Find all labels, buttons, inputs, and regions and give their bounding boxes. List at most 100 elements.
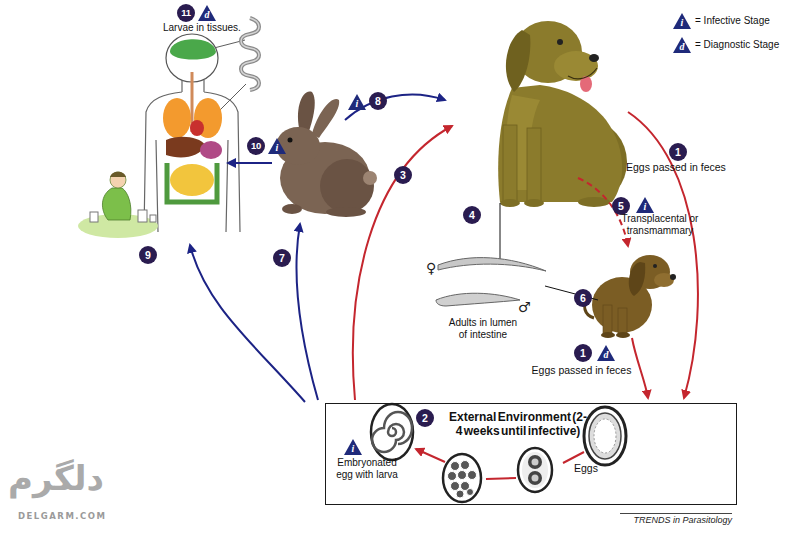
larva xyxy=(372,412,412,452)
egg-cell xyxy=(448,472,457,481)
stage-letter: i xyxy=(268,141,286,154)
dog-paw xyxy=(500,199,520,207)
egg-cell xyxy=(461,461,470,470)
legend-badge: i xyxy=(673,13,691,29)
rabbit-tail xyxy=(363,171,377,185)
stage-letter: d xyxy=(198,8,216,21)
puppy-paw xyxy=(601,332,615,338)
dog-leg xyxy=(503,125,517,203)
egg xyxy=(443,454,481,502)
stage-letter: d xyxy=(597,348,615,361)
rabbit-foot xyxy=(326,207,366,217)
rabbit-ear xyxy=(312,99,339,138)
dog-leg xyxy=(527,128,541,203)
dog-ear xyxy=(506,30,531,92)
colon xyxy=(167,163,217,202)
callout-number: 11 xyxy=(177,4,195,22)
callout-number: 1 xyxy=(574,344,592,362)
larva-coil xyxy=(241,18,259,90)
heart xyxy=(190,120,204,136)
liver xyxy=(166,137,205,158)
stage-triangle xyxy=(344,439,362,455)
cycle-arrow xyxy=(190,245,305,402)
callout-number: 10 xyxy=(247,137,265,155)
source-credit: TRENDS in Parasitology xyxy=(620,513,732,526)
stage-letter: i xyxy=(636,200,654,213)
stage-letter: i xyxy=(344,442,362,455)
legend-badge: d xyxy=(673,37,691,53)
female-worm xyxy=(438,258,546,271)
morula xyxy=(448,461,477,499)
puppy-ear xyxy=(629,262,645,296)
legend-text: = Infective Stage xyxy=(695,15,770,27)
watermark: DELGARM.COM xyxy=(18,511,107,521)
stage-note: Transplacental or transmammary xyxy=(615,213,705,236)
sex-symbol: ♀ xyxy=(426,260,436,276)
stage-letter: d xyxy=(673,40,691,53)
egg-cell xyxy=(456,490,464,498)
egg-cell xyxy=(532,475,539,482)
cycle-arrow xyxy=(228,162,272,164)
legend-row: = Infective Stage xyxy=(673,13,793,29)
stage-triangle xyxy=(597,345,615,361)
stage-badge: i xyxy=(348,94,366,110)
egg-content xyxy=(594,419,616,453)
dog-nose xyxy=(589,54,599,62)
sand-bucket xyxy=(138,210,147,222)
stage-triangle xyxy=(673,37,691,53)
stage-note: Eggs passed in feces xyxy=(524,364,639,376)
stage-triangle xyxy=(268,138,286,154)
cycle-arrow xyxy=(297,224,318,400)
rabbit-head xyxy=(276,127,320,165)
callout-number: 1 xyxy=(669,143,687,161)
rabbit-eye xyxy=(288,138,293,143)
rabbit-paw xyxy=(282,204,302,214)
stage-badge: i xyxy=(636,197,654,213)
dog-paw xyxy=(524,199,544,207)
stage-letter: i xyxy=(348,97,366,110)
cycle-arrow xyxy=(632,338,648,398)
pointer-line xyxy=(500,203,598,300)
stage-triangle xyxy=(198,5,216,21)
egg-content xyxy=(589,413,621,459)
male-worm xyxy=(436,293,520,306)
development-arrow xyxy=(416,449,584,479)
egg-content xyxy=(522,452,548,488)
rabbit-haunch xyxy=(320,159,374,213)
stage-badge: i xyxy=(344,439,362,455)
puppy-eye xyxy=(653,264,657,268)
puppy-nose xyxy=(670,274,676,280)
stage-triangle xyxy=(673,13,691,29)
puppy-leg xyxy=(603,305,612,335)
brain xyxy=(170,39,216,59)
lung xyxy=(163,98,191,138)
watermark: دلگرم xyxy=(8,458,104,498)
stage-note: Larvae in tissues. xyxy=(163,22,273,34)
egg-cell xyxy=(451,462,460,471)
callout-number: 6 xyxy=(574,289,592,307)
egg xyxy=(518,448,552,492)
child-hair xyxy=(110,172,126,177)
stage-note: Adults in lumen of intestine xyxy=(446,317,520,340)
callout-number: 9 xyxy=(139,246,157,264)
egg xyxy=(371,404,413,460)
stage-badge: d xyxy=(597,345,615,361)
intestine xyxy=(170,164,214,196)
egg-cell xyxy=(451,482,460,491)
dog-eye xyxy=(557,39,563,45)
dog-muzzle xyxy=(554,51,598,81)
egg xyxy=(584,407,626,465)
sex-symbol: ♂ xyxy=(518,299,531,315)
stage-badge: d xyxy=(198,5,216,21)
stage-note: Eggs xyxy=(574,462,614,474)
egg-cell xyxy=(528,471,542,485)
legend-row: = Diagnostic Stage xyxy=(673,37,793,53)
callout-number: 5 xyxy=(612,197,630,215)
cycle-arrow xyxy=(353,126,452,400)
larva-coil xyxy=(241,18,259,90)
stage-note: Eggs passed in feces xyxy=(626,161,746,173)
sand-bucket xyxy=(150,215,156,222)
environment-box: External Environment (2-4 weeks until in… xyxy=(325,403,737,505)
